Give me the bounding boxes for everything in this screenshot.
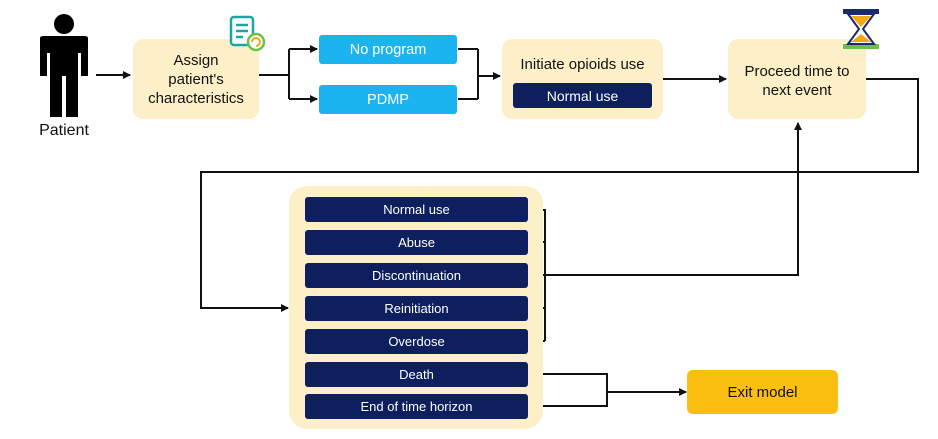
assign-label-line-1: Assign <box>173 52 219 69</box>
exit-model-box: Exit model <box>687 370 838 414</box>
connector-terminal-bracket <box>529 373 608 407</box>
patient-label: Patient <box>39 122 89 139</box>
arrow-events-to-proceed <box>545 122 802 276</box>
arrow-proceed-to-events <box>200 78 919 312</box>
event-end-of-time-horizon: End of time horizon <box>305 394 528 419</box>
proceed-label-line-1: Proceed time to <box>744 63 850 80</box>
hourglass-icon <box>843 9 879 49</box>
initiate-state-box: Normal use <box>513 83 652 108</box>
event-discontinuation: Discontinuation <box>305 263 528 288</box>
event-normal-use: Normal use <box>305 197 528 222</box>
pdmp-box: PDMP <box>319 85 457 114</box>
assign-label-line-2: patient's <box>168 71 224 88</box>
checklist-refresh-icon <box>229 15 266 52</box>
no-program-box: No program <box>319 35 457 64</box>
event-death: Death <box>305 362 528 387</box>
initiate-title: Initiate opioids use <box>520 56 645 73</box>
assign-characteristics-box <box>133 39 259 119</box>
event-overdose: Overdose <box>305 329 528 354</box>
event-reinitiation: Reinitiation <box>305 296 528 321</box>
assign-label-line-3: characteristics <box>148 90 244 107</box>
event-abuse: Abuse <box>305 230 528 255</box>
person-icon <box>40 14 88 117</box>
proceed-time-box <box>728 39 866 119</box>
proceed-label-line-2: next event <box>762 82 832 99</box>
